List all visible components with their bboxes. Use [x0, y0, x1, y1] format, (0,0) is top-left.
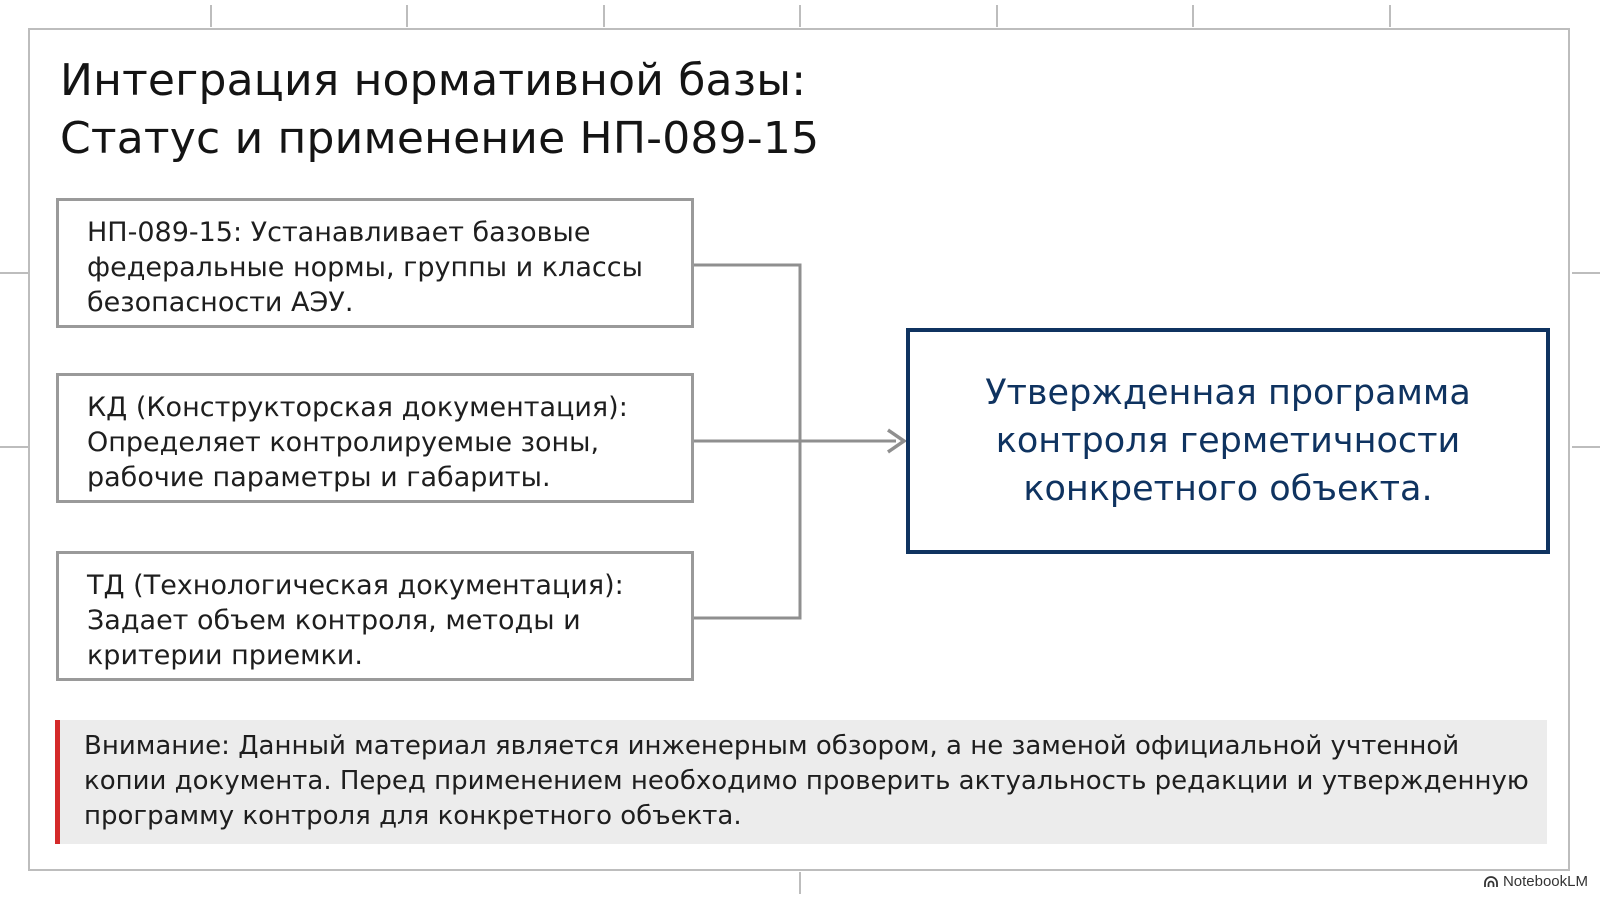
frame-tick [1192, 5, 1194, 27]
target-line: конкретного объекта. [1023, 469, 1433, 509]
slide-frame [28, 28, 1570, 871]
frame-tick [0, 272, 28, 274]
title-line-1: Интеграция нормативной базы: [60, 55, 807, 106]
notebooklm-watermark: NotebookLM [1483, 873, 1588, 890]
frame-tick [603, 5, 605, 27]
target-box: Утвержденная программа контроля герметич… [906, 328, 1550, 554]
arrow-head-icon [887, 428, 908, 454]
notice-line: Внимание: Данный материал является инжен… [84, 731, 1460, 761]
notice-line: копии документа. Перед применением необх… [84, 766, 1529, 796]
frame-tick [1389, 5, 1391, 27]
notice-line: программу контроля для конкретного объек… [84, 801, 742, 831]
target-text: Утвержденная программа контроля герметич… [985, 369, 1471, 513]
frame-tick [1572, 446, 1600, 448]
source-line: НП-089-15: Устанавливает базовые [87, 217, 591, 248]
frame-tick [406, 5, 408, 27]
source-box-kd: КД (Конструкторская документация): Опред… [56, 373, 694, 503]
frame-tick [1572, 272, 1600, 274]
source-line: ТД (Технологическая документация): [87, 570, 624, 601]
source-line: КД (Конструкторская документация): [87, 392, 628, 423]
frame-tick [210, 5, 212, 27]
frame-tick [996, 5, 998, 27]
title-line-2: Статус и применение НП-089-15 [60, 113, 820, 164]
notebooklm-logo-icon [1484, 875, 1498, 887]
frame-tick [799, 872, 801, 894]
page-title: Интеграция нормативной базы: Статус и пр… [60, 52, 819, 168]
target-line: Утвержденная программа [985, 373, 1471, 413]
frame-tick [0, 446, 28, 448]
source-line: Определяет контролируемые зоны, [87, 427, 600, 458]
source-line: безопасности АЭУ. [87, 287, 354, 318]
target-line: контроля герметичности [995, 421, 1461, 461]
watermark-label: NotebookLM [1502, 873, 1588, 890]
source-line: критерии приемки. [87, 640, 363, 671]
frame-tick [799, 5, 801, 27]
source-line: Задает объем контроля, методы и [87, 605, 581, 636]
warning-notice: Внимание: Данный материал является инжен… [55, 720, 1547, 844]
source-line: рабочие параметры и габариты. [87, 462, 551, 493]
source-box-np-089-15: НП-089-15: Устанавливает базовые федерал… [56, 198, 694, 328]
source-box-td: ТД (Технологическая документация): Задае… [56, 551, 694, 681]
source-line: федеральные нормы, группы и классы [87, 252, 643, 283]
